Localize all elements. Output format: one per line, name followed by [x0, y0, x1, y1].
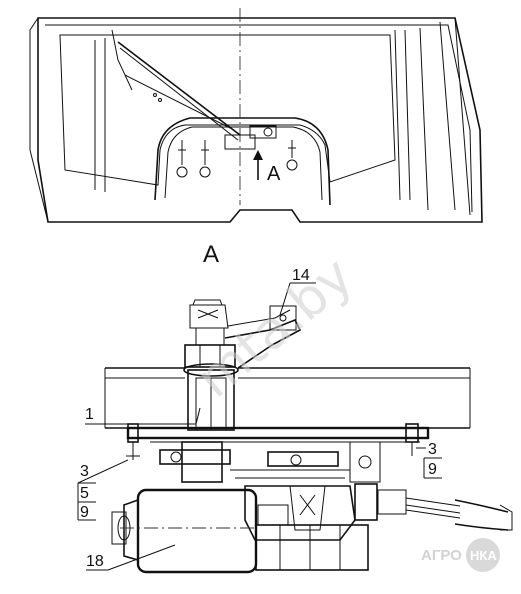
shaft-tube	[183, 363, 239, 431]
callout-1: 1	[85, 406, 201, 425]
logo-left: АГРО	[421, 547, 462, 564]
agronka-logo: АГРО НКА	[421, 538, 500, 572]
spindle-nut	[184, 299, 236, 368]
callout-3-5-9-left: 3 5 9	[77, 459, 129, 521]
logo-right: НКА	[470, 548, 497, 563]
svg-text:5: 5	[80, 485, 89, 502]
motor	[111, 488, 369, 574]
svg-text:3: 3	[428, 441, 437, 458]
svg-text:9: 9	[428, 461, 437, 478]
view-direction-arrow: A	[253, 150, 281, 185]
svg-text:9: 9	[80, 504, 89, 521]
callout-18: 18	[86, 544, 176, 571]
cab-window-view: A	[29, 8, 483, 223]
view-label: A	[203, 241, 219, 268]
svg-text:3: 3	[80, 463, 89, 480]
bolt-right	[405, 423, 419, 456]
gearbox	[244, 483, 513, 541]
section-a-assembly	[104, 299, 513, 574]
callout-3-9-right: 3 9	[416, 441, 442, 479]
svg-text:18: 18	[86, 553, 104, 570]
callout-14: 14	[279, 267, 316, 316]
view-arrow-label: A	[267, 163, 281, 185]
svg-text:14: 14	[292, 267, 310, 284]
linkage	[159, 441, 381, 483]
washer-nozzles	[176, 140, 298, 178]
svg-text:1: 1	[85, 406, 94, 423]
bolt-left	[126, 423, 140, 460]
